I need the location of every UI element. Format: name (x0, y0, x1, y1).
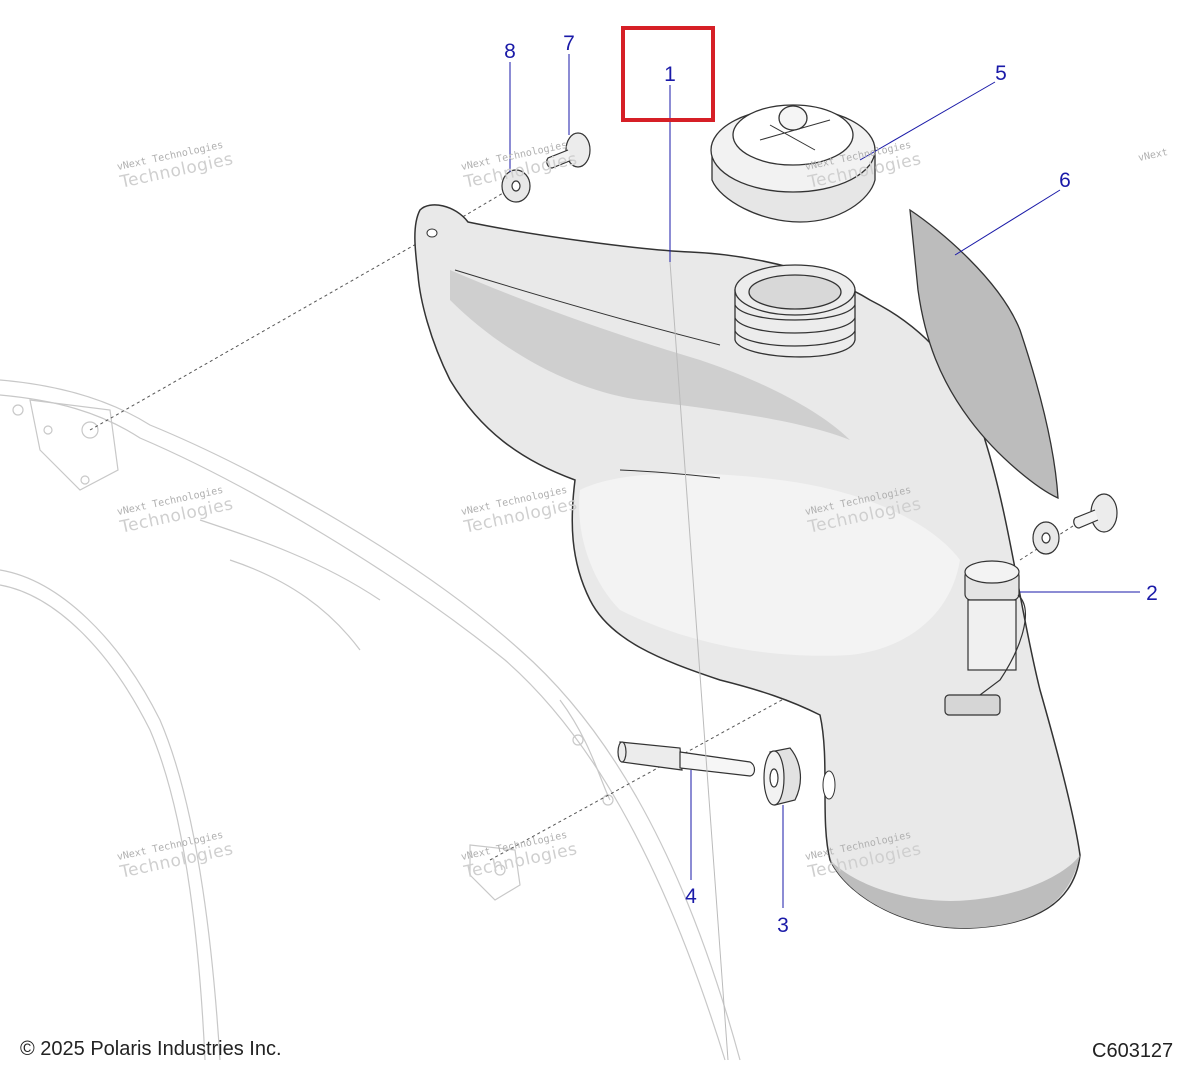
fuel-cap (710, 104, 876, 223)
grommet (763, 747, 802, 806)
fuel-sender (944, 560, 1026, 716)
callout-2[interactable]: 2 (1146, 582, 1158, 605)
heat-shield (909, 208, 1059, 500)
callout-leaders (509, 54, 1140, 908)
highlight-box (621, 26, 715, 122)
callout-4[interactable]: 4 (685, 885, 697, 908)
callout-5[interactable]: 5 (995, 62, 1007, 85)
callout-6[interactable]: 6 (1059, 169, 1071, 192)
bolt-and-washer-top (501, 132, 591, 203)
dashed-leaders (89, 185, 1091, 861)
filler-neck (734, 264, 856, 358)
callout-3[interactable]: 3 (777, 914, 789, 937)
part1-extension (669, 261, 729, 1061)
fuel-tank (414, 204, 1081, 929)
figure-code: C603127 (1092, 1040, 1174, 1062)
callout-8[interactable]: 8 (504, 40, 516, 63)
fender-outline (0, 379, 741, 1061)
callout-1[interactable]: 1 (664, 63, 676, 86)
bolt-and-washer-right (1032, 493, 1118, 555)
callout-7[interactable]: 7 (563, 32, 575, 55)
hose-fitting (617, 741, 756, 777)
copyright-text: © 2025 Polaris Industries Inc. (20, 1038, 282, 1060)
